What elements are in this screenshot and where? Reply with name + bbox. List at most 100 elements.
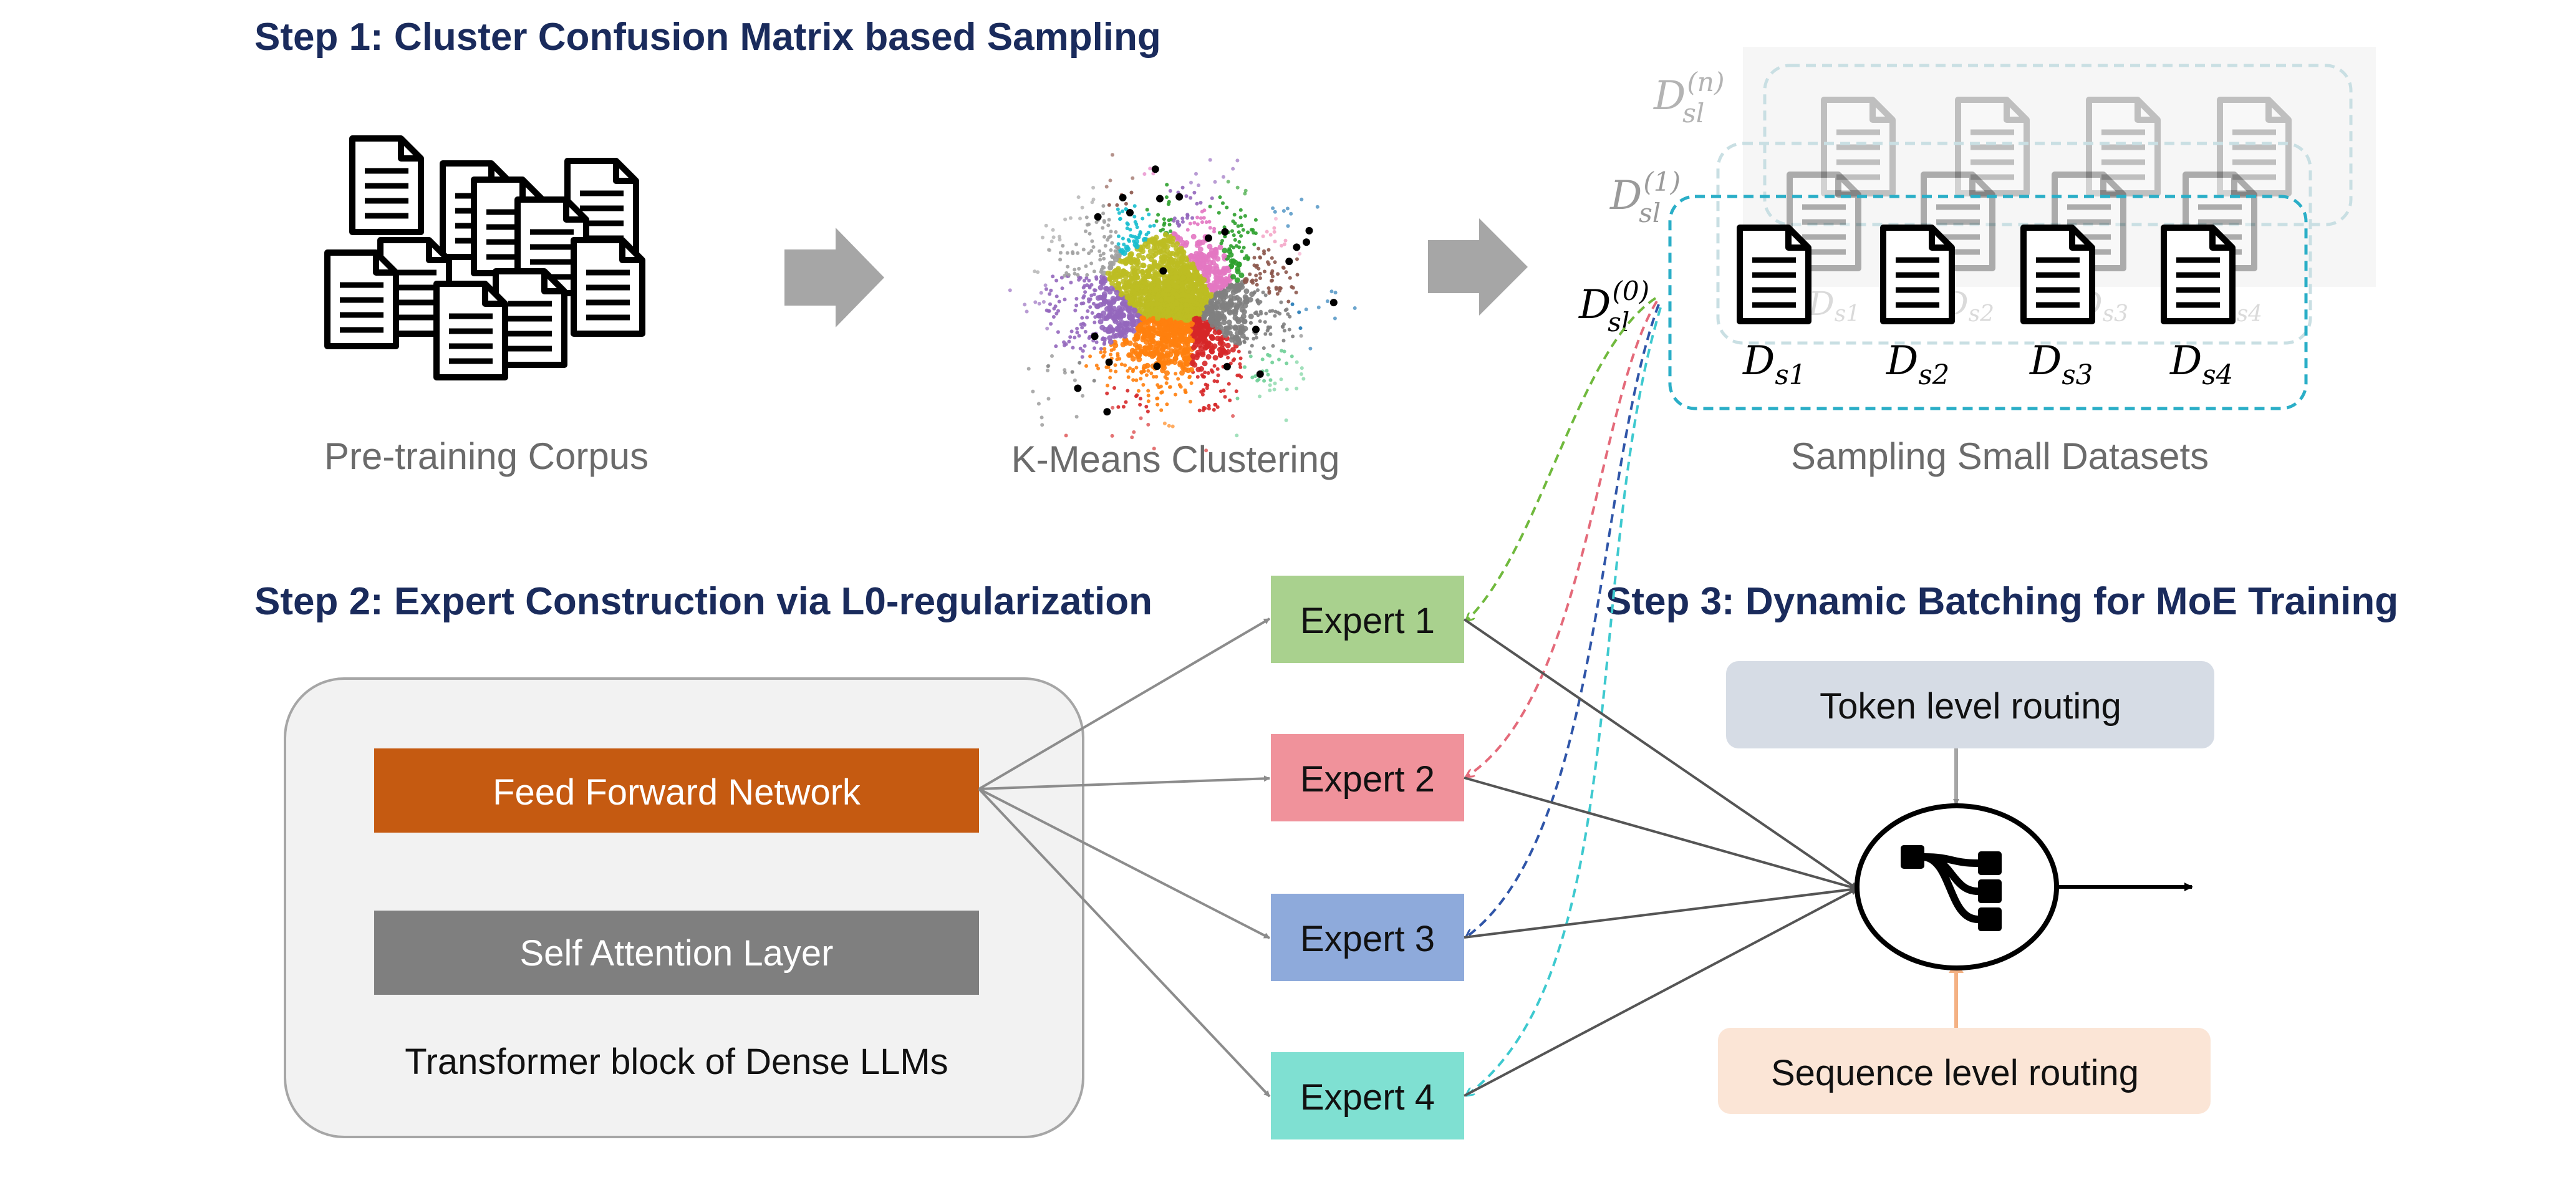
- cluster-point: [1235, 185, 1240, 190]
- cluster-point: [1212, 355, 1218, 361]
- cluster-point: [1228, 252, 1234, 258]
- cluster-point: [1197, 332, 1204, 337]
- cluster-point: [1177, 362, 1184, 368]
- cluster-point: [1287, 327, 1291, 332]
- cluster-point: [1291, 334, 1295, 339]
- cluster-point: [1218, 195, 1222, 200]
- cluster-point: [1290, 302, 1295, 306]
- cluster-point: [1044, 308, 1049, 312]
- dataset-layer-0-label: D(0)sl: [1578, 276, 1649, 337]
- cluster-point: [1219, 241, 1223, 246]
- cluster-point: [1134, 301, 1139, 307]
- cluster-point: [1257, 301, 1261, 306]
- cluster-point: [1148, 351, 1154, 357]
- cluster-point: [1268, 378, 1273, 382]
- cluster-point: [1205, 386, 1209, 390]
- ffn-box[interactable]: [374, 748, 979, 833]
- cluster-point: [1051, 228, 1055, 232]
- cluster-point: [1044, 287, 1048, 291]
- cluster-point: [1149, 371, 1154, 375]
- cluster-point: [1146, 409, 1150, 414]
- cluster-point: [1146, 329, 1152, 336]
- cluster-point: [1141, 383, 1146, 387]
- cluster-point: [1248, 354, 1253, 359]
- cluster-point: [1126, 307, 1132, 314]
- cluster-point: [1118, 326, 1124, 332]
- cluster-point: [1272, 230, 1276, 234]
- cluster-point: [1165, 183, 1169, 187]
- cluster-point: [1136, 352, 1142, 359]
- cluster-point: [1115, 357, 1119, 362]
- cluster-point: [1230, 347, 1236, 353]
- cluster-centroid: [1119, 193, 1127, 201]
- cluster-point: [1230, 289, 1237, 296]
- cluster-point: [1188, 374, 1192, 379]
- cluster-point: [1265, 369, 1269, 373]
- cluster-point: [1172, 356, 1179, 362]
- cluster-point: [1185, 347, 1191, 353]
- cluster-point: [1219, 346, 1225, 351]
- expert-4-box[interactable]: [1271, 1052, 1464, 1139]
- cluster-point: [1233, 221, 1237, 226]
- cluster-point: [1189, 280, 1195, 286]
- cluster-point: [1177, 322, 1184, 329]
- cluster-point: [1121, 271, 1127, 277]
- cluster-point: [1231, 309, 1237, 315]
- cluster-point: [1125, 283, 1131, 289]
- cluster-point: [1155, 340, 1162, 346]
- cluster-point: [1219, 300, 1225, 306]
- expert-2-box[interactable]: [1271, 734, 1464, 821]
- cluster-centroid: [1175, 193, 1184, 201]
- cluster-point: [1106, 365, 1111, 369]
- cluster-point: [1118, 291, 1124, 298]
- cluster-point: [1235, 268, 1241, 274]
- cluster-point: [1179, 291, 1185, 298]
- cluster-point: [1236, 261, 1242, 268]
- cluster-point: [1117, 271, 1123, 277]
- cluster-centroid: [1105, 358, 1113, 366]
- router-node[interactable]: [1855, 803, 2059, 970]
- cluster-point: [1280, 324, 1285, 329]
- cluster-point: [1097, 249, 1102, 253]
- cluster-point: [1066, 264, 1070, 269]
- cluster-point: [1162, 337, 1168, 344]
- cluster-point: [1204, 331, 1210, 337]
- cluster-point: [1134, 238, 1139, 244]
- cluster-point: [1081, 349, 1085, 353]
- cluster-point: [1168, 385, 1172, 389]
- sequence-routing-box[interactable]: [1718, 1028, 2211, 1114]
- svg-text:Ds1: Ds1: [1808, 286, 1860, 327]
- cluster-point: [1208, 311, 1214, 317]
- cluster-point: [1178, 246, 1184, 252]
- cluster-point: [1051, 274, 1055, 279]
- cluster-point: [1120, 278, 1126, 284]
- cluster-point: [1166, 202, 1170, 206]
- cluster-point: [1112, 315, 1118, 321]
- cluster-point: [1185, 216, 1189, 220]
- self-attention-box[interactable]: [374, 911, 979, 995]
- cluster-point: [1133, 235, 1137, 239]
- cluster-point: [1057, 299, 1061, 304]
- cluster-point: [1192, 273, 1198, 279]
- cluster-point: [1254, 278, 1258, 283]
- cluster-point: [1258, 394, 1262, 399]
- expert-1-box[interactable]: [1271, 576, 1464, 663]
- cluster-point: [1232, 324, 1238, 331]
- cluster-point: [1227, 309, 1233, 315]
- expert-3-box[interactable]: [1271, 894, 1464, 981]
- cluster-point: [1238, 328, 1244, 334]
- cluster-point: [1058, 251, 1063, 255]
- cluster-point: [1116, 242, 1121, 246]
- cluster-point: [1266, 372, 1270, 377]
- token-routing-box[interactable]: [1726, 661, 2214, 748]
- cluster-point: [1189, 399, 1192, 404]
- cluster-point: [1150, 316, 1156, 322]
- cluster-point: [1199, 251, 1205, 258]
- cluster-point: [1126, 238, 1131, 242]
- flow-arrow-2: [1428, 218, 1528, 316]
- cluster-point: [1139, 370, 1144, 374]
- cluster-point: [1008, 288, 1012, 293]
- cluster-point: [1250, 344, 1254, 348]
- cluster-point: [1090, 311, 1094, 315]
- cluster-point: [1132, 430, 1136, 434]
